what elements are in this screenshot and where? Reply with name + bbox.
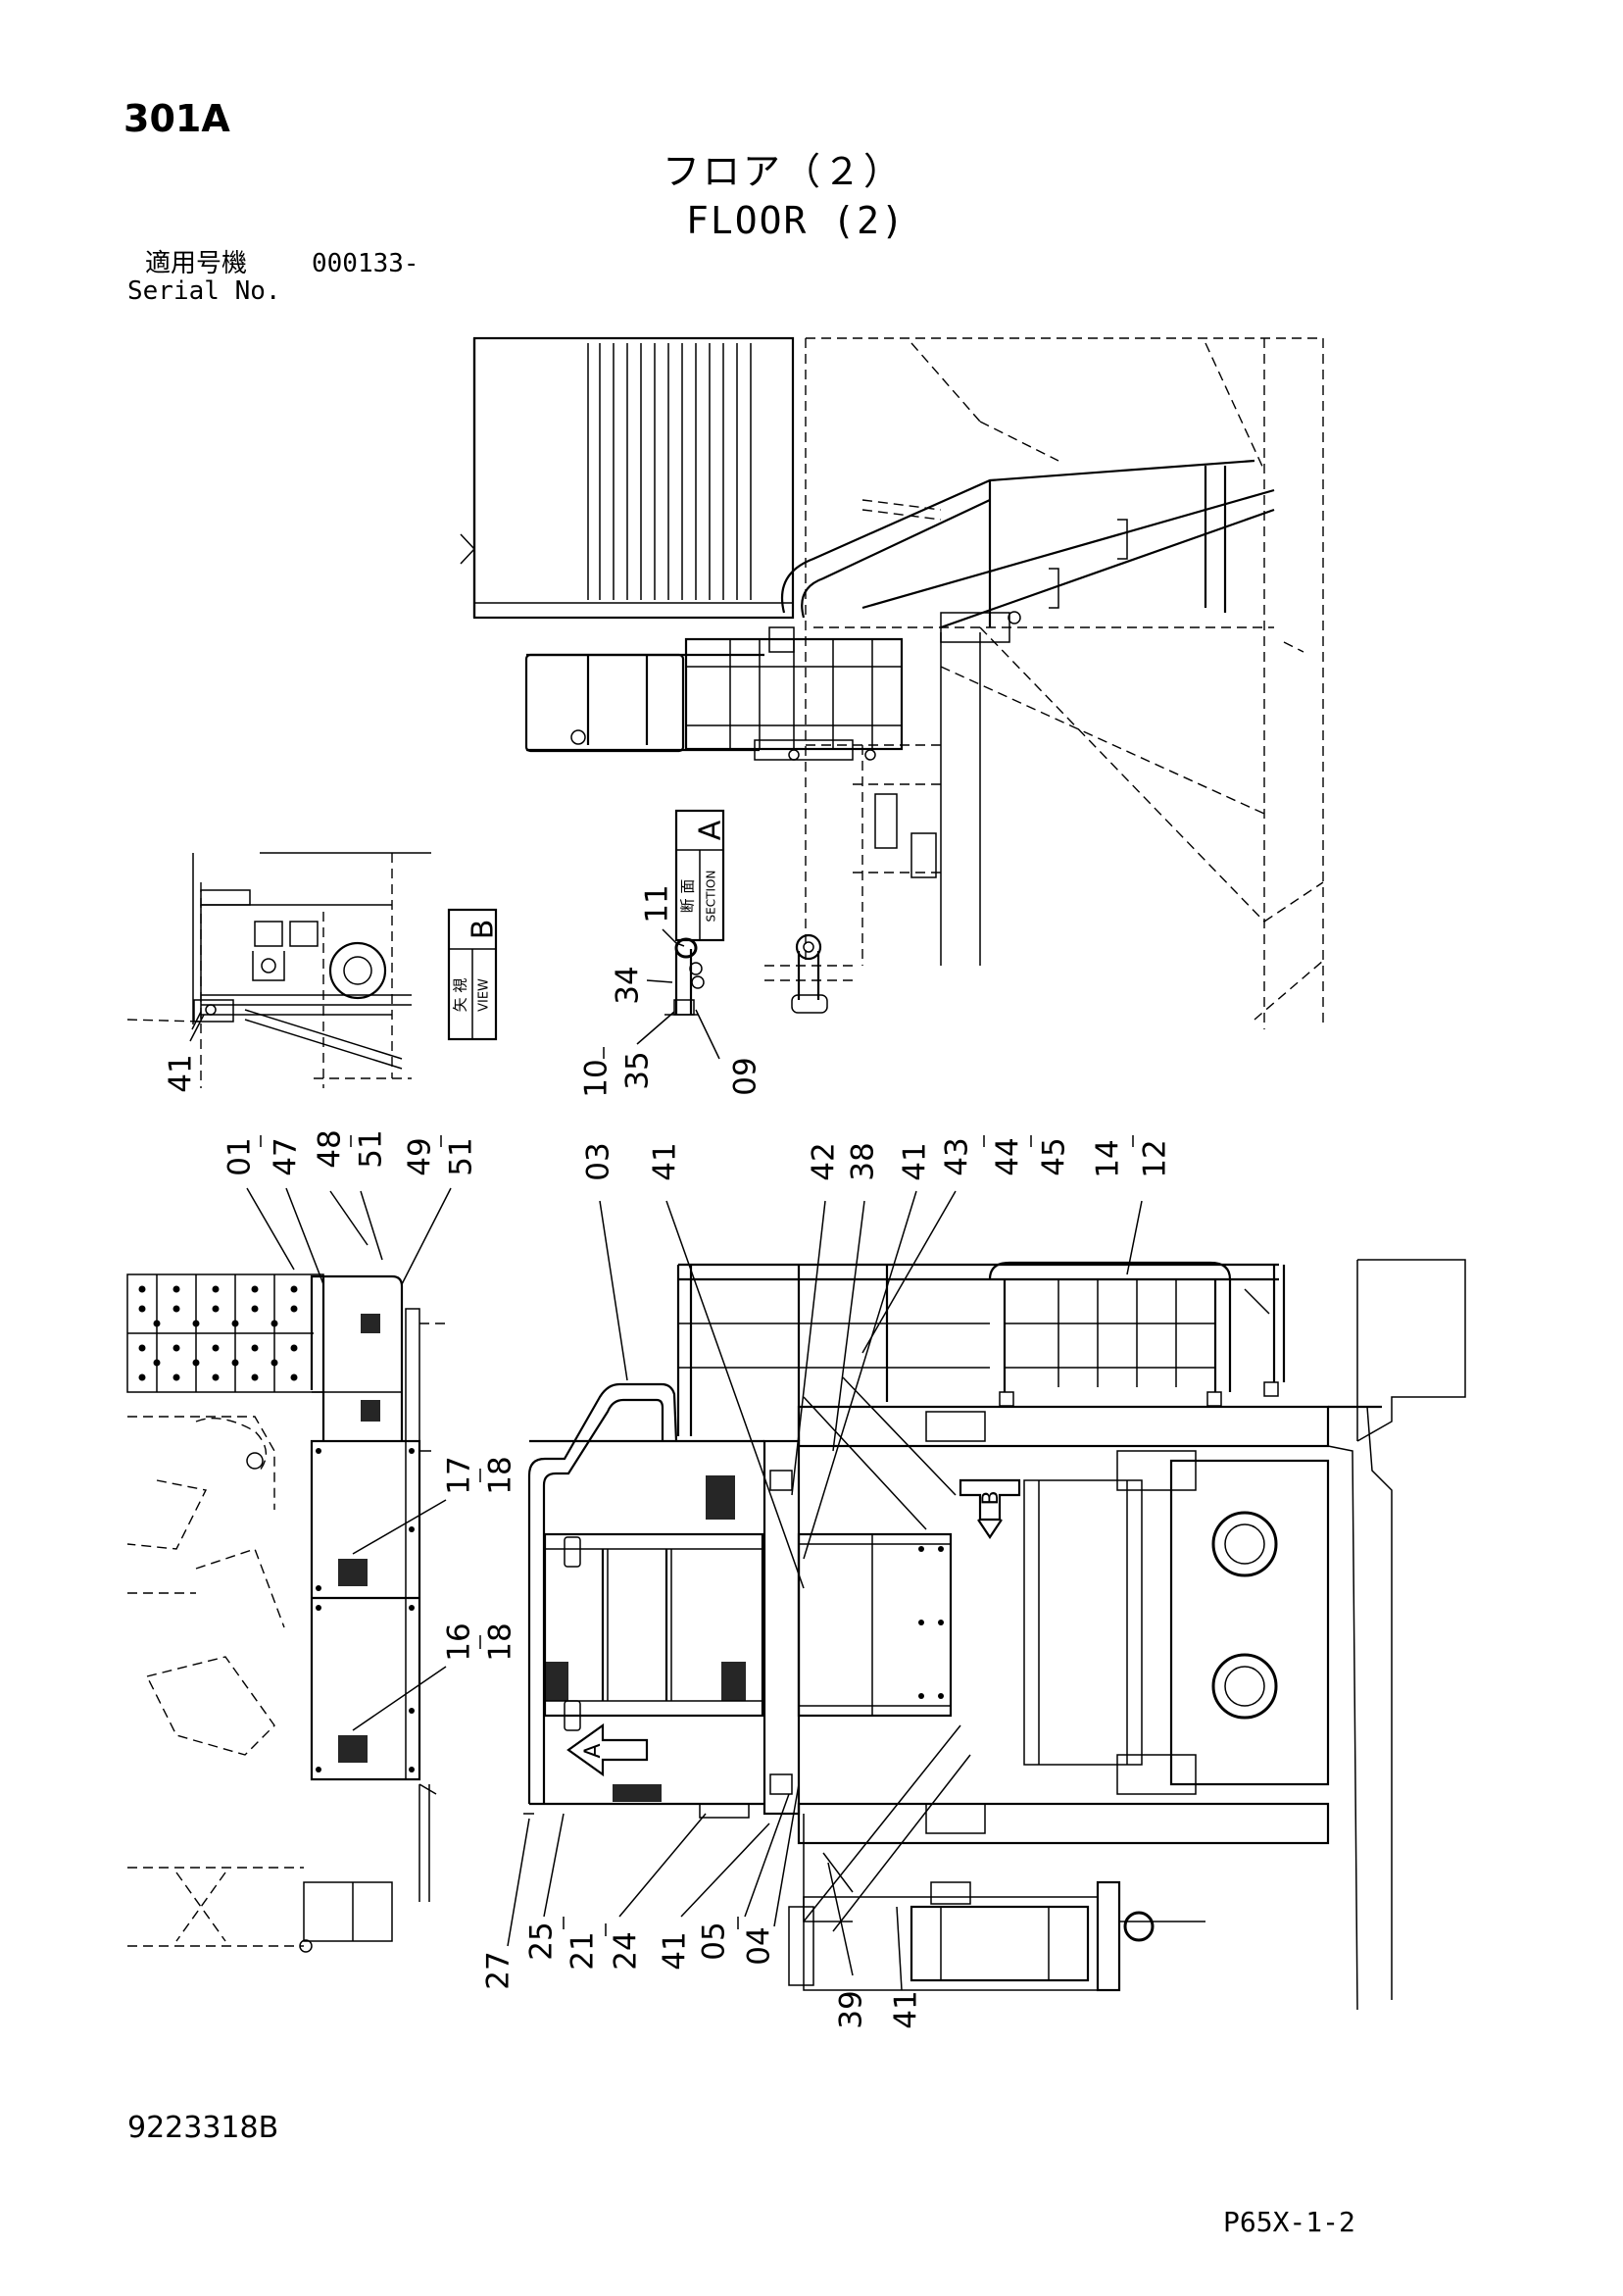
view-b-letter: B — [467, 920, 501, 940]
callout-49: 49 — [403, 1137, 438, 1175]
callout-48: 48 — [313, 1129, 348, 1168]
view-b-en: VIEW — [477, 978, 492, 1012]
view-b-jp: 矢 視 — [452, 978, 469, 1013]
center-platform: A — [523, 1382, 801, 1819]
main-frame: B — [788, 1376, 1393, 2011]
callout-section-a-35: 35 — [620, 1051, 656, 1089]
arrow-a-letter: A — [581, 1743, 606, 1758]
serial-number-value: 000133- — [312, 249, 419, 278]
callout-section-a-34: 34 — [611, 966, 646, 1004]
callout-44: 44 — [991, 1137, 1026, 1175]
callout-24: 24 — [609, 1931, 644, 1970]
section-a-detail — [636, 928, 853, 1060]
callout-41a: 41 — [648, 1142, 683, 1180]
callout-18b: 18 — [483, 1622, 518, 1661]
left-step-assembly — [126, 1273, 451, 1953]
model-page-reference: P65X-1-2 — [1223, 2206, 1355, 2238]
title-japanese: フロア（２） — [663, 150, 905, 193]
callout-05: 05 — [697, 1922, 732, 1960]
callout-17: 17 — [442, 1456, 477, 1494]
page-number: 301A — [123, 97, 230, 140]
serial-label-japanese: 適用号機 — [145, 249, 248, 278]
leader-lines — [189, 1014, 1143, 1991]
callout-view-b-41: 41 — [164, 1054, 199, 1092]
document-number: 9223318B — [127, 2111, 279, 2145]
section-a-en: SECTION — [705, 871, 718, 923]
callout-section-a-10: 10 — [579, 1059, 615, 1097]
callout-43: 43 — [940, 1137, 975, 1175]
callout-01: 01 — [222, 1137, 258, 1175]
section-a-label: A 断 面 SECTION — [674, 809, 728, 942]
callout-51b: 51 — [444, 1137, 479, 1175]
callout-38: 38 — [846, 1142, 881, 1180]
section-a-jp: 断 面 — [679, 879, 697, 914]
serial-label-english: Serial No. — [127, 276, 281, 306]
callout-41c: 41 — [658, 1931, 693, 1970]
callout-12: 12 — [1138, 1139, 1173, 1177]
callout-section-a-09: 09 — [728, 1057, 763, 1095]
callout-42: 42 — [807, 1142, 842, 1180]
arrow-b-letter: B — [979, 1490, 1004, 1505]
title-english: FLOOR (2) — [686, 199, 906, 242]
callout-labels: 41 11 34 10 35 09 01 47 48 51 49 51 03 4… — [164, 884, 1173, 2028]
callout-16: 16 — [442, 1622, 477, 1661]
upper-long-railing — [676, 1259, 1466, 1442]
callout-section-a-11: 11 — [640, 884, 675, 923]
callout-14: 14 — [1091, 1139, 1126, 1177]
callout-03: 03 — [581, 1142, 616, 1180]
top-view — [460, 336, 1324, 1029]
callout-45: 45 — [1037, 1137, 1072, 1175]
callout-51a: 51 — [354, 1129, 389, 1168]
callout-18a: 18 — [483, 1456, 518, 1494]
callout-04: 04 — [742, 1926, 777, 1965]
callout-41d: 41 — [889, 1990, 924, 2028]
callout-47: 47 — [269, 1137, 304, 1175]
callout-25: 25 — [524, 1922, 560, 1960]
callout-41b: 41 — [898, 1142, 933, 1180]
section-a-letter: A — [694, 820, 728, 840]
callout-21: 21 — [566, 1931, 601, 1970]
callout-39: 39 — [834, 1990, 869, 2028]
callout-27: 27 — [481, 1951, 516, 1989]
view-b-detail — [126, 852, 431, 1088]
view-b-label: B 矢 視 VIEW — [447, 908, 501, 1041]
